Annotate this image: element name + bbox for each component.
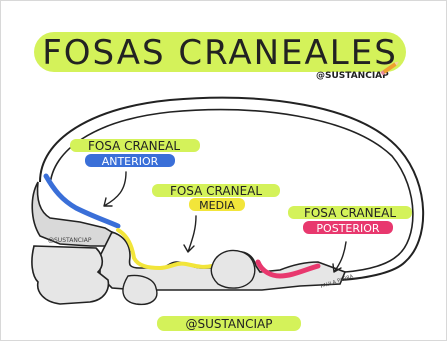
- bone-watermark: @SUSTANCIAP: [48, 237, 92, 244]
- pencil-icon: [380, 61, 399, 76]
- posterior-arrow: [332, 241, 347, 273]
- media-arrow: [183, 215, 197, 253]
- bottom-handle-highlight: [157, 316, 301, 331]
- media-label-badge: [189, 198, 245, 211]
- anterior-label-highlight: [70, 139, 200, 152]
- anterior-label-line1: FOSA CRANEAL: [88, 139, 180, 153]
- media-label-line2: MEDIA: [199, 199, 235, 212]
- posterior-label-line2: POSTERIOR: [316, 222, 379, 235]
- posterior-label-line1: FOSA CRANEAL: [304, 206, 396, 220]
- anterior-label-line2: ANTERIOR: [102, 155, 159, 168]
- posterior-label-badge: [303, 221, 393, 234]
- petrous-bone: [210, 249, 256, 289]
- skull-outline: [39, 96, 425, 281]
- middle-fossa-line: [116, 228, 214, 271]
- posterior-fossa-line: [255, 259, 321, 279]
- anterior-arrow: [103, 171, 127, 207]
- anterior-fossa-line: [43, 173, 121, 229]
- anterior-label-badge: [85, 154, 175, 167]
- title-highlight: [34, 32, 406, 72]
- skull-inner-outline: [49, 108, 414, 273]
- media-label-highlight: [152, 184, 280, 197]
- title: FOSAS CRANEALES: [42, 33, 398, 73]
- media-label-line1: FOSA CRANEAL: [170, 184, 262, 198]
- posterior-label-highlight: [288, 206, 412, 219]
- maxilla-block: [31, 245, 110, 305]
- handle-top: @SUSTANCIAP: [316, 71, 389, 81]
- handle-bottom: @SUSTANCIAP: [186, 317, 273, 331]
- vertebra-bone: [122, 274, 158, 306]
